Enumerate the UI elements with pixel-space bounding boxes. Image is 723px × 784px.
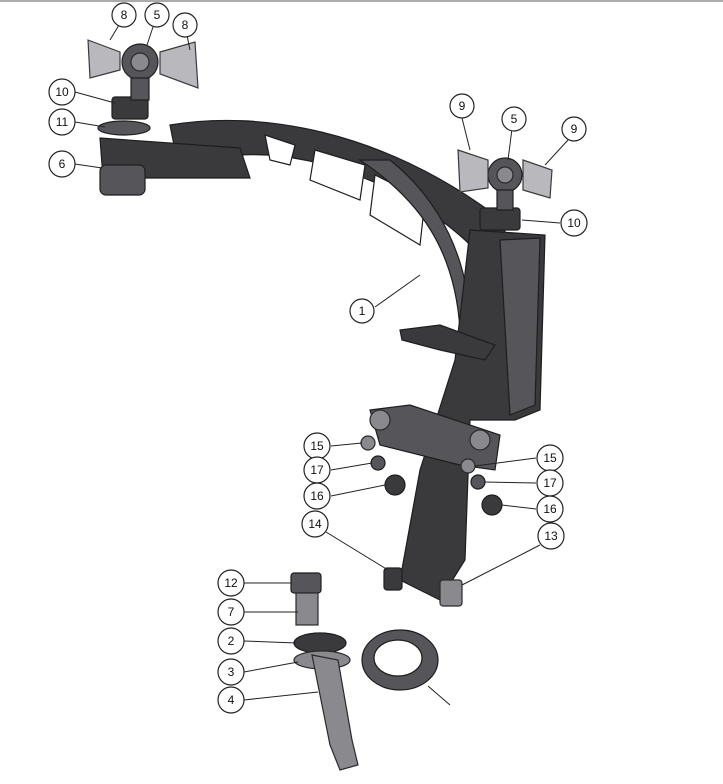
callout-label: 10 [567,216,581,230]
callout-label: 1 [359,304,366,318]
left-nut-10 [111,96,149,120]
left-rod-end-eye [130,52,150,72]
callout-label: 8 [121,8,128,22]
callout-8: 8 [172,12,198,38]
callout-1: 1 [349,298,375,324]
bolt-13 [439,579,463,607]
callout-5: 5 [501,106,527,132]
callout-label: 10 [55,85,69,99]
left-spacer-8b [159,41,199,89]
callout-label: 13 [544,529,558,543]
callout-10: 10 [48,78,76,106]
callout-13: 13 [537,522,565,550]
callout-16: 16 [536,495,564,523]
lower-eye-hole [373,639,423,677]
callout-12: 12 [217,569,245,597]
callout-label: 3 [228,665,235,679]
callout-14: 14 [301,510,329,538]
callout-label: 16 [543,502,557,516]
callout-label: 15 [310,439,324,453]
right-stud-15 [460,458,476,474]
pin-thread-7 [295,592,319,626]
callout-label: 11 [56,115,69,129]
callout-5: 5 [144,2,170,28]
callout-label: 8 [182,18,189,32]
left-nut-16 [384,474,406,496]
left-bushing-6 [99,164,146,196]
right-spacer-9a [457,149,489,193]
callout-7: 7 [217,598,245,626]
right-washer-17 [470,474,486,490]
callout-17: 17 [303,456,331,484]
bolt-14 [383,567,403,591]
arm-cutout-2 [309,149,366,201]
pin-shaft-4 [311,654,359,771]
callout-label: 7 [228,605,235,619]
right-rod-end-shank [496,189,514,211]
right-pivot-eye [469,429,491,451]
left-washer-11 [97,120,151,136]
callout-6: 6 [48,150,76,178]
right-spacer-9b [522,159,553,199]
pin-nut-12 [290,572,322,594]
callout-9: 9 [449,93,475,119]
callout-10: 10 [560,209,588,237]
right-rod-end-eye [496,166,514,184]
callout-2: 2 [217,627,245,655]
callout-label: 12 [224,576,238,590]
callout-4: 4 [217,686,245,714]
callout-17: 17 [536,469,564,497]
callout-9: 9 [561,116,587,142]
left-washer-17 [370,455,386,471]
callout-label: 16 [310,489,324,503]
callout-label: 17 [543,476,557,490]
left-spacer-8a [87,39,121,79]
upright-face [499,237,541,416]
callout-16: 16 [303,482,331,510]
callout-label: 17 [310,463,324,477]
pin-collar-2 [293,632,347,654]
callout-label: 15 [543,451,557,465]
callout-label: 6 [59,157,66,171]
callout-3: 3 [217,658,245,686]
arm-cutout-1 [264,134,296,166]
callout-15: 15 [303,432,331,460]
callout-15: 15 [536,444,564,472]
callout-label: 9 [459,99,466,113]
callout-label: 5 [154,8,161,22]
left-stud-15 [360,435,376,451]
callout-label: 5 [511,112,518,126]
callout-label: 4 [228,693,235,707]
callout-11: 11 [48,108,76,136]
left-rod-end-shank [130,77,150,101]
linkage-plate [369,404,501,471]
callout-label: 14 [308,517,322,531]
upright-arm-assembly [87,39,553,771]
left-pivot-eye [369,409,391,431]
upright-ear [399,324,496,361]
callout-8: 8 [111,2,137,28]
callouts: 8 5 8 10 11 6 9 5 [48,2,588,714]
right-nut-10 [479,207,521,231]
callout-label: 9 [571,122,578,136]
callout-label: 2 [228,634,235,648]
right-nut-16 [481,494,503,516]
